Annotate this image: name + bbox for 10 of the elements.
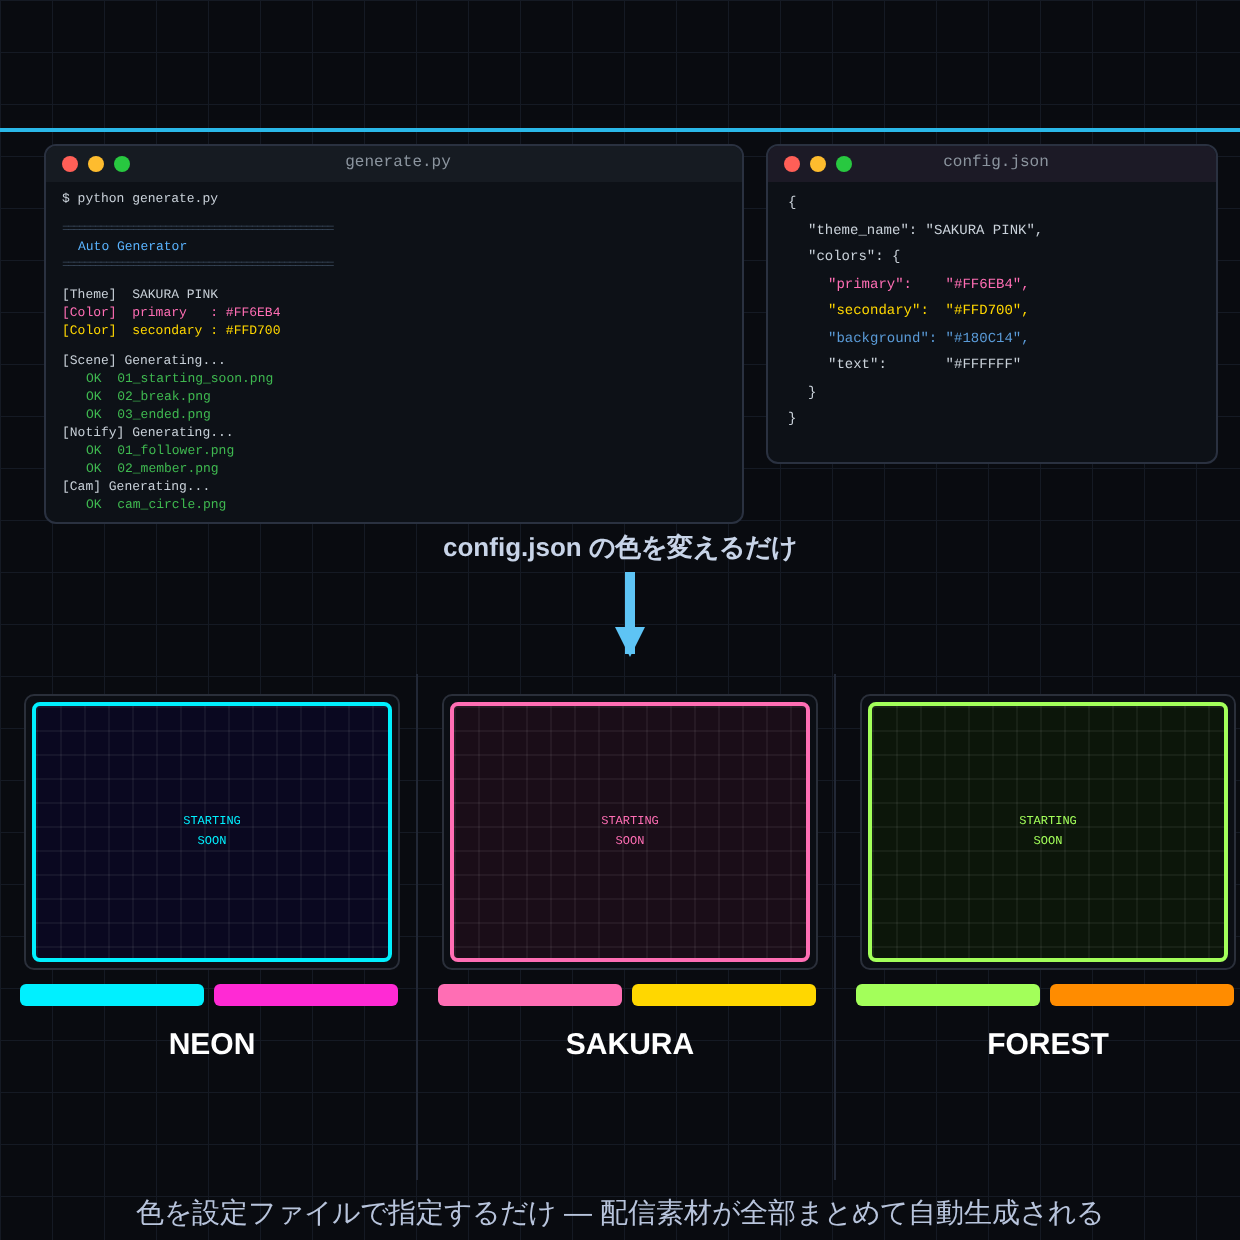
window-title: generate.py [343, 152, 453, 176]
theme-name: NEON [166, 1026, 258, 1066]
theme-name: FOREST [985, 1026, 1111, 1066]
terminal-window [44, 144, 744, 524]
caption: 色を設定ファイルで指定するだけ — 配信素材が全部まとめて自動生成される [134, 1194, 1106, 1232]
window-title: config.json [941, 152, 1051, 176]
code-editor-window [766, 144, 1218, 464]
theme-name: SAKURA [563, 1026, 697, 1066]
arrow [615, 572, 645, 657]
instruction-text: config.json の色を変えるだけ [400, 528, 840, 567]
